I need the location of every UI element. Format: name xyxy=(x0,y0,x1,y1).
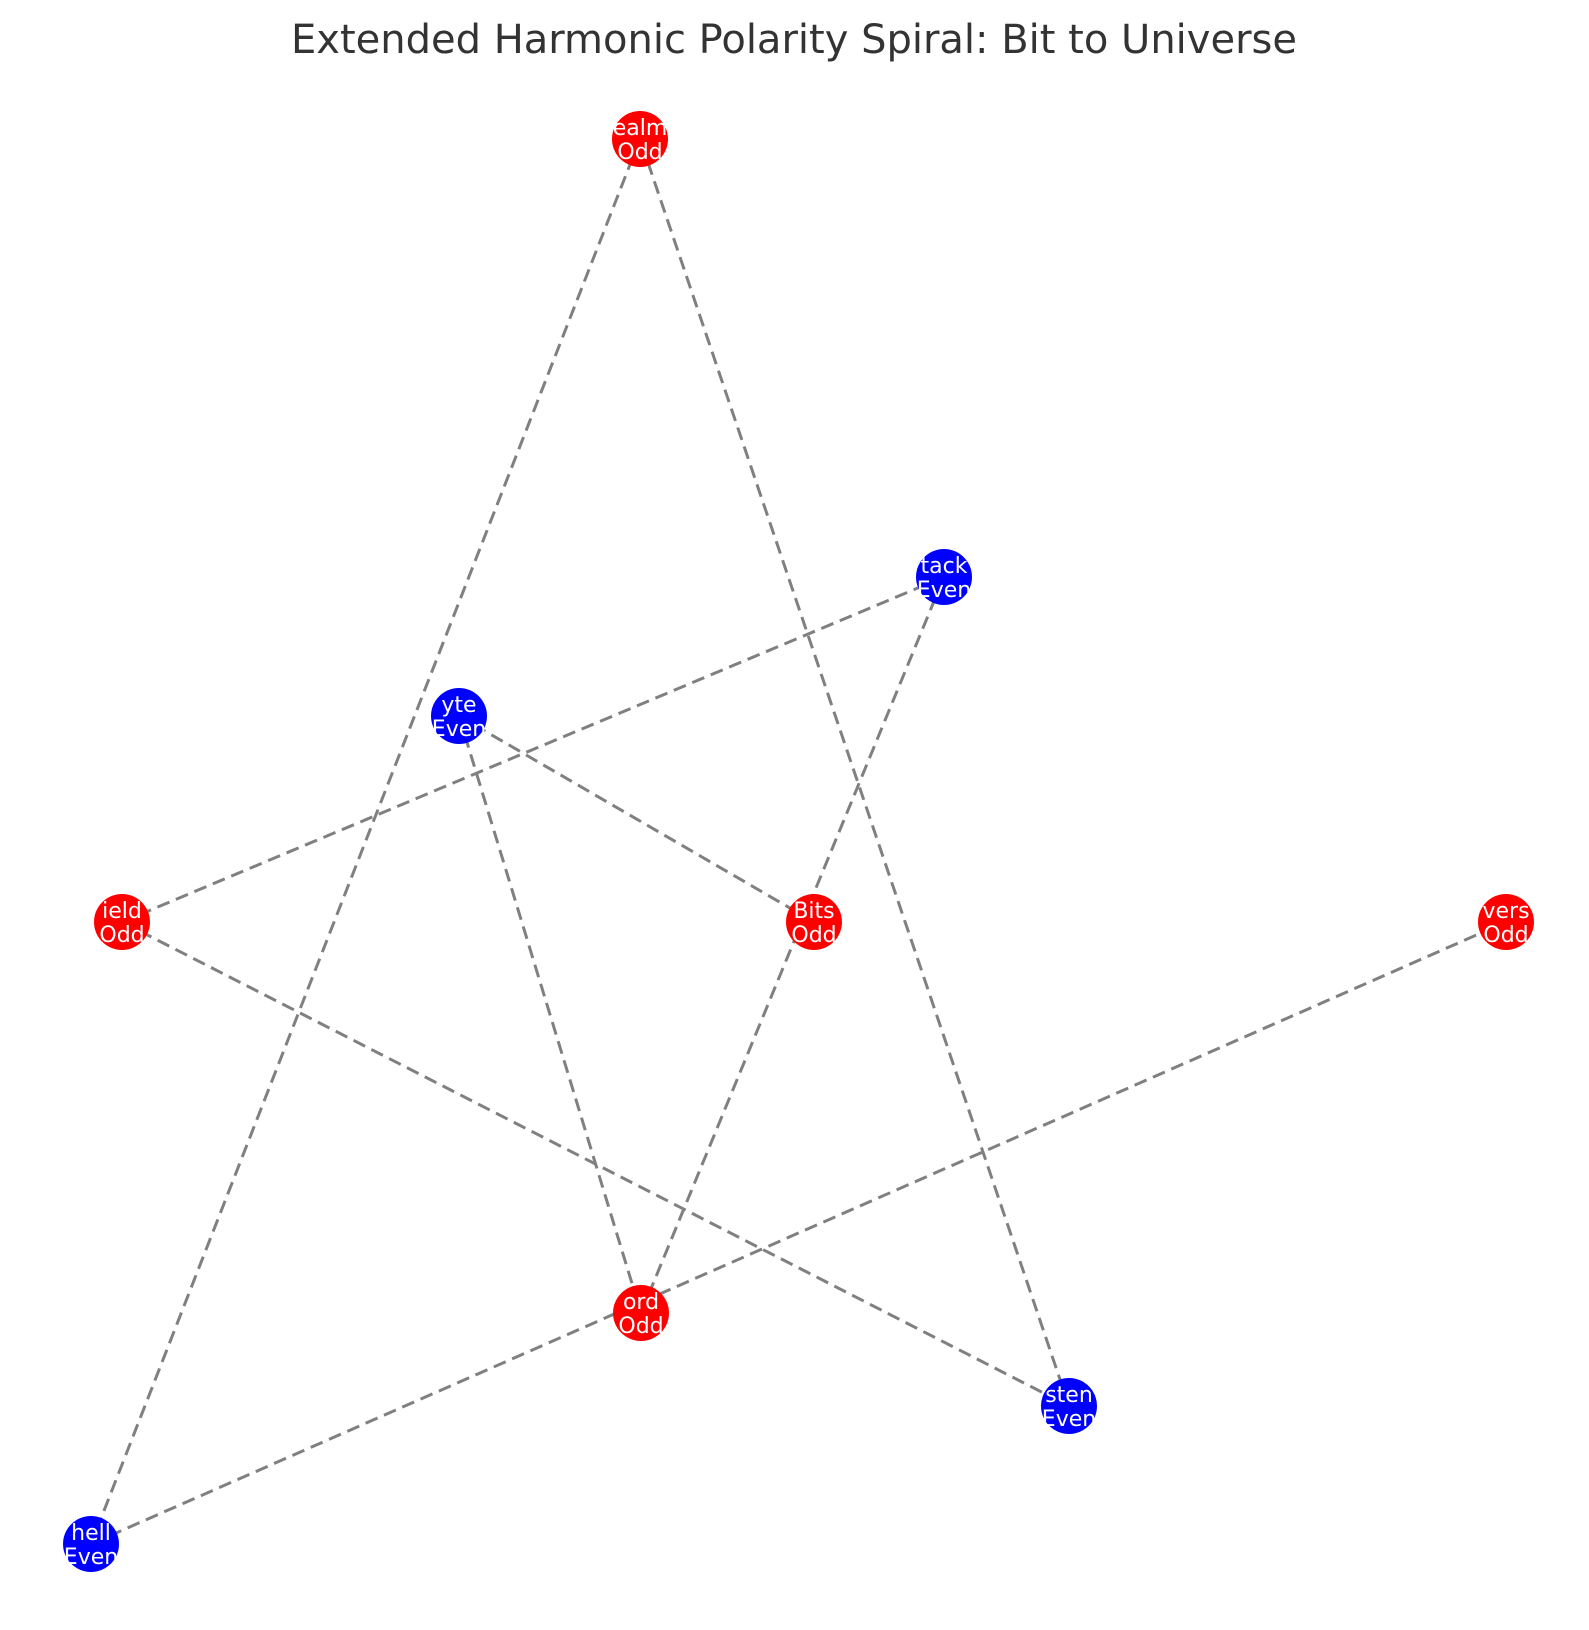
node-label-system: sten xyxy=(1045,1383,1093,1408)
node-circle-stack xyxy=(916,549,972,605)
edge-system-realm xyxy=(638,138,1071,1407)
edge-word-stack xyxy=(639,576,946,1314)
node-label-stack: tack xyxy=(921,554,968,579)
edge-field-system xyxy=(121,920,1070,1408)
node-circle-byte xyxy=(431,688,487,744)
edge-byte-word xyxy=(457,715,643,1314)
node-label-field: ield xyxy=(102,899,142,924)
node-label-shell: hell xyxy=(71,1521,111,1546)
node-label-universe: vers xyxy=(1482,899,1529,924)
node-polarity-shell: Even xyxy=(64,1545,118,1570)
edge-bits-byte xyxy=(458,714,815,924)
node-polarity-system: Even xyxy=(1042,1407,1096,1432)
node-polarity-stack: Even xyxy=(917,578,971,603)
node-polarity-universe: Odd xyxy=(1483,923,1528,948)
node-circle-system xyxy=(1041,1378,1097,1434)
node-circle-shell xyxy=(63,1516,119,1572)
node-label-realm: ealm xyxy=(613,116,668,141)
node-polarity-bits: Odd xyxy=(791,923,836,948)
edge-realm-shell xyxy=(89,138,642,1545)
node-label-bits: Bits xyxy=(793,899,834,924)
node-circle-realm xyxy=(612,111,668,167)
node-circle-bits xyxy=(786,894,842,950)
edge-shell-universe xyxy=(90,920,1507,1546)
node-label-word: ord xyxy=(623,1290,659,1315)
node-circle-field xyxy=(94,894,150,950)
node-polarity-field: Odd xyxy=(99,923,144,948)
node-circle-word xyxy=(613,1285,669,1341)
node-layer: ealmOddtackEvenyteEvenieldOddBitsOddvers… xyxy=(63,111,1534,1572)
edge-layer xyxy=(89,138,1507,1546)
node-polarity-realm: Odd xyxy=(617,140,662,165)
node-label-byte: yte xyxy=(441,693,476,718)
node-polarity-word: Odd xyxy=(618,1314,663,1339)
diagram-title: Extended Harmonic Polarity Spiral: Bit t… xyxy=(291,17,1297,63)
node-circle-universe xyxy=(1478,894,1534,950)
node-polarity-byte: Even xyxy=(432,717,486,742)
edge-stack-field xyxy=(121,575,945,924)
